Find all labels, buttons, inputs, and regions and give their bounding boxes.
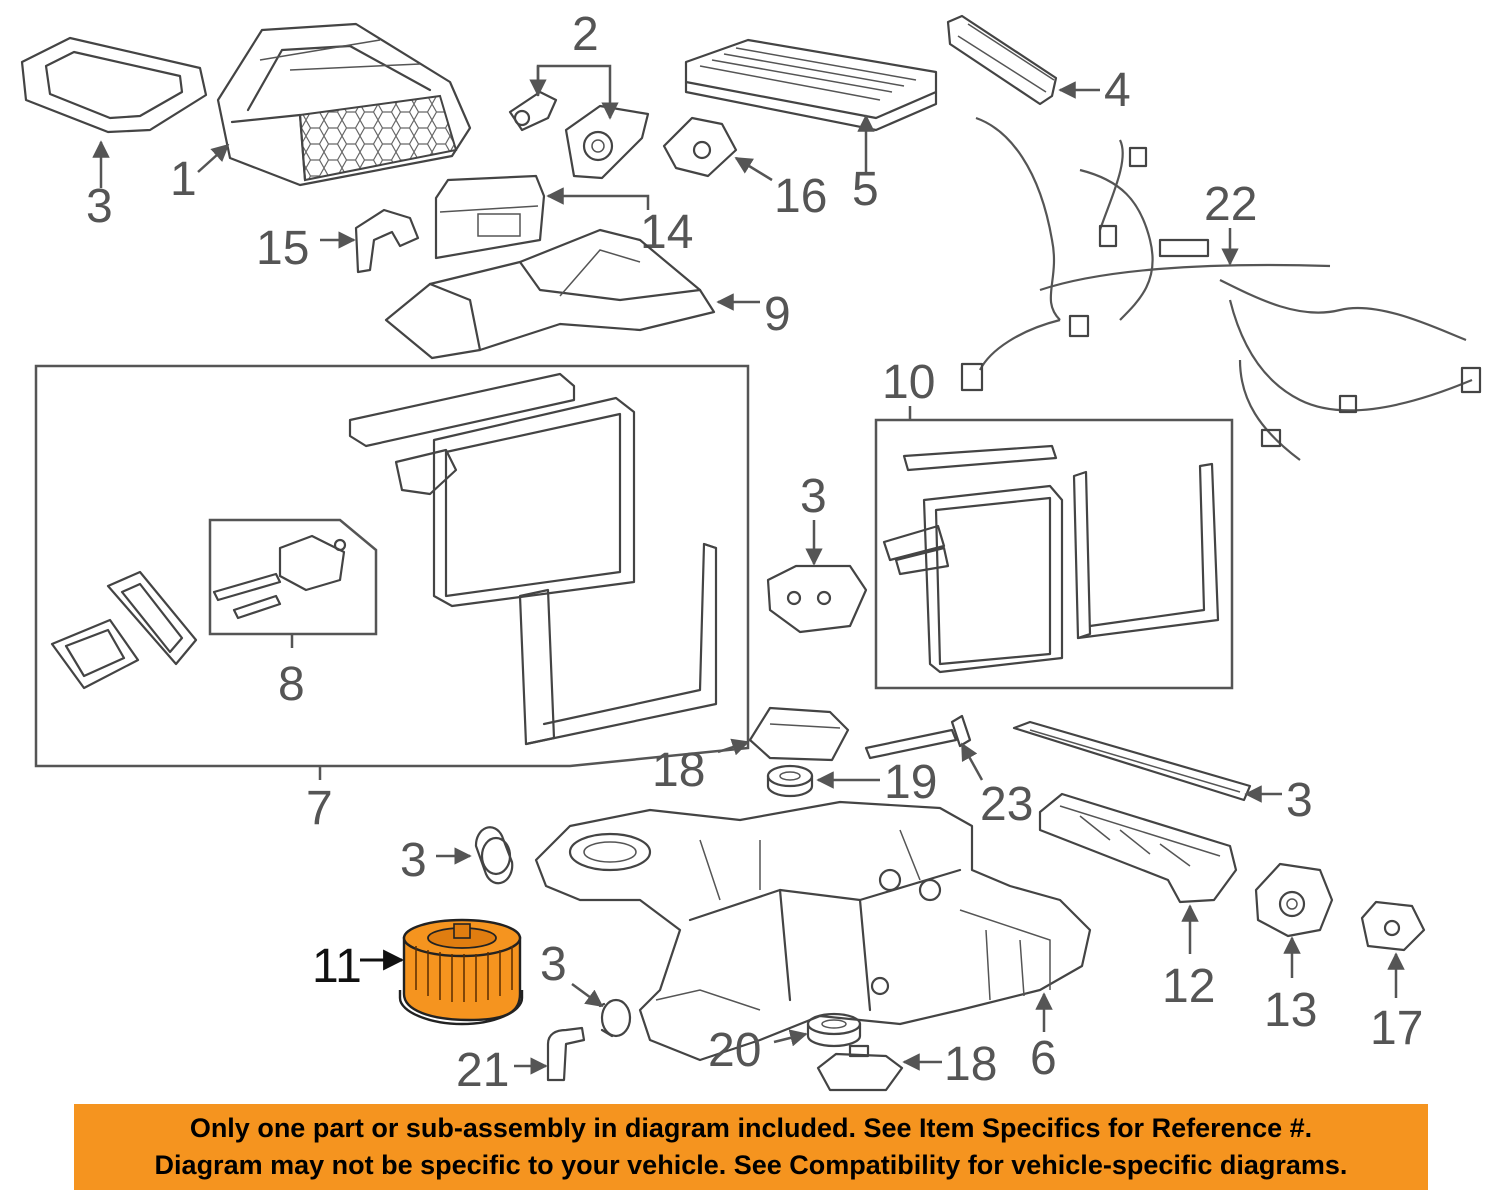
callout-3-grommet-lower: 3 xyxy=(540,938,567,991)
part-air-inlet-housing xyxy=(216,22,472,187)
part-actuator-2 xyxy=(508,90,650,180)
callout-22: 22 xyxy=(1204,178,1257,231)
leader-3-grommet-lower xyxy=(571,982,604,1008)
leader-20 xyxy=(773,1029,808,1047)
callout-9: 9 xyxy=(764,288,791,341)
part-seal-middle xyxy=(766,564,868,634)
part-heater-core xyxy=(882,444,1220,674)
leader-1 xyxy=(197,143,230,173)
part-grommet-19 xyxy=(766,764,814,798)
callout-1: 1 xyxy=(170,153,197,206)
part-actuator-18-lower xyxy=(816,1044,904,1092)
leader-23 xyxy=(960,742,984,781)
part-hvac-case xyxy=(534,800,1092,1062)
leader-2 xyxy=(536,64,619,120)
callout-16: 16 xyxy=(774,170,827,223)
callout-21: 21 xyxy=(456,1044,509,1097)
callout-3-top-left: 3 xyxy=(86,180,113,233)
disclaimer-banner: Only one part or sub-assembly in diagram… xyxy=(74,1104,1428,1190)
callout-8: 8 xyxy=(278,658,305,711)
part-blower-motor xyxy=(398,918,524,1026)
callout-3-middle: 3 xyxy=(800,470,827,523)
callout-11: 11 xyxy=(312,940,362,993)
part-seals-7 xyxy=(50,570,198,690)
leader-16 xyxy=(734,156,773,182)
part-lower-cover xyxy=(384,228,716,360)
callout-3-grommet-left: 3 xyxy=(400,834,427,887)
part-seal-strip xyxy=(1012,720,1252,802)
callout-13: 13 xyxy=(1264,984,1317,1037)
part-drain-hose xyxy=(546,1026,586,1082)
callout-6: 6 xyxy=(1030,1032,1057,1085)
callout-5: 5 xyxy=(852,163,879,216)
callout-14: 14 xyxy=(640,206,693,259)
callout-2: 2 xyxy=(572,8,599,61)
part-control-module xyxy=(434,174,546,260)
part-expansion-valve xyxy=(212,534,347,620)
part-duct-12 xyxy=(1038,792,1238,904)
callout-17: 17 xyxy=(1370,1002,1423,1055)
part-clip xyxy=(354,208,420,274)
callout-18-upper: 18 xyxy=(652,744,705,797)
callout-19: 19 xyxy=(884,756,937,809)
part-actuator-16 xyxy=(662,116,738,178)
part-actuator-13 xyxy=(1254,862,1334,938)
part-grommet-3-lower xyxy=(598,998,632,1038)
part-seal-top-left xyxy=(20,36,208,134)
part-evaporator xyxy=(348,372,718,746)
part-grille xyxy=(946,14,1058,106)
part-actuator-17 xyxy=(1360,900,1426,952)
part-actuator-18-upper xyxy=(748,706,850,762)
part-grommet-20 xyxy=(806,1012,862,1048)
part-grommet-3-left xyxy=(474,826,514,885)
callout-4: 4 xyxy=(1104,64,1131,117)
callout-20: 20 xyxy=(708,1024,761,1077)
callout-7: 7 xyxy=(306,782,333,835)
part-wiring-harness xyxy=(960,116,1482,461)
callout-3-strip: 3 xyxy=(1286,774,1313,827)
callout-12: 12 xyxy=(1162,960,1215,1013)
callout-10: 10 xyxy=(882,356,935,409)
callout-23: 23 xyxy=(980,778,1033,831)
group-box-8 xyxy=(208,518,378,636)
leader-14 xyxy=(546,187,650,210)
disclaimer-line-1: Only one part or sub-assembly in diagram… xyxy=(189,1113,1313,1143)
group-box-10 xyxy=(874,418,1234,690)
callout-18-lower: 18 xyxy=(944,1038,997,1091)
disclaimer-line-2: Diagram may not be specific to your vehi… xyxy=(154,1150,1348,1180)
part-cabin-filter xyxy=(684,38,938,132)
part-bolt-23 xyxy=(864,714,972,760)
leader-18-upper xyxy=(717,738,750,756)
callout-15: 15 xyxy=(256,222,309,275)
group-box-7 xyxy=(34,364,750,768)
